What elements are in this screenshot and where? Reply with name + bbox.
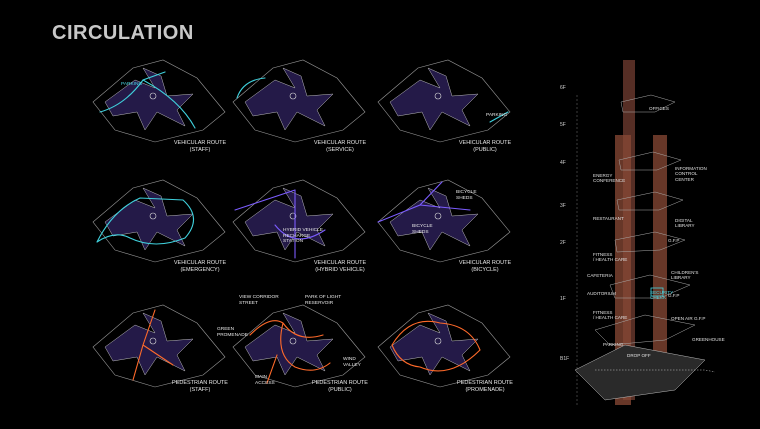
panel-caption: PEDESTRIAN ROUTE (STAFF) [172,380,228,393]
panel-vehicular-service: VEHICULAR ROUTE (SERVICE) [225,50,375,153]
panel-pedestrian-staff: PEDESTRIAN ROUTE (STAFF) [85,295,235,395]
level-label: 2F [560,240,566,246]
floor-label: ENERGY CONFERENCE [593,173,626,184]
floor-label: CAFETERIA [587,273,613,278]
floor-label: CHILDREN'S LIBRARY [671,270,699,281]
annotation-view-corridor: VIEW CORRIDOR STREET [239,295,279,306]
floor-label: INFORMATION CONTROL CENTER [675,166,707,182]
site-plan [377,304,511,388]
annotation-bicycle-sheds: BICYCLE SHEDS [456,190,477,201]
site-plan [232,59,366,143]
panel-caption: VEHICULAR ROUTE (PUBLIC) [458,140,512,153]
level-label: 6F [560,85,566,91]
building-section: 6F 5F 4F 3F 2F 1F B1F ENERGY CONFERENCE … [555,40,755,420]
floor-label: FITNESS / HEALTH CARE [593,252,628,263]
section-drawing [574,60,716,405]
floor-label: FITNESS / HEALTH CARE [593,310,628,321]
floor-label-security: SECURITY CHECK [650,290,674,301]
panel-caption: VEHICULAR ROUTE (EMERGENCY) [173,260,227,273]
site-plan [92,59,226,143]
route-line [377,181,471,223]
panel-caption: VEHICULAR ROUTE (BICYCLE) [458,260,512,273]
site-plan [92,179,226,263]
route-line [489,111,509,123]
level-label: B1F [560,356,570,362]
floor-label: OFFICES [649,106,669,111]
panel-pedestrian-public: VIEW CORRIDOR STREET PARK OF LIGHT RESER… [217,295,375,395]
floor-label: RESTAURANT [593,216,624,221]
annotation-bicycle-sheds: BICYCLE SHEDS [412,224,433,235]
route-line [234,189,326,259]
panel-pedestrian-promenade: PEDESTRIAN ROUTE (PROMENADE) [370,295,520,395]
page-title: CIRCULATION [52,22,194,44]
floor-label: OPEN AIR G.F.P [671,316,706,321]
site-plan [92,304,226,388]
panel-caption: VEHICULAR ROUTE (SERVICE) [313,140,367,153]
panel-vehicular-public: PARKING VEHICULAR ROUTE (PUBLIC) [370,50,520,153]
annotation-parking: PARKING [486,113,508,118]
panel-caption: PEDESTRIAN ROUTE (PUBLIC) [312,380,368,393]
site-plan [377,59,511,143]
route-line [99,71,196,129]
floor-label-dropoff: DROP OFF [627,353,651,358]
panel-vehicular-staff: PARKING VEHICULAR ROUTE (STAFF) [85,50,235,153]
floor-label: PARKING [603,342,624,347]
annotation-park-of-light: PARK OF LIGHT RESERVOIR [305,295,342,306]
route-line [132,309,174,381]
panel-caption: VEHICULAR ROUTE (HYBRID VEHICLE) [313,260,367,273]
route-line [236,77,266,99]
panel-vehicular-bicycle: BICYCLE SHEDS BICYCLE SHEDS VEHICULAR RO… [370,170,520,273]
floor-label: AUDITORIUM [587,291,617,296]
panel-caption: VEHICULAR ROUTE (STAFF) [173,140,227,153]
route-line [249,320,331,384]
floor-label: GREENHOUSE [692,337,725,342]
level-label: 4F [560,160,566,166]
site-plan [377,179,511,263]
route-line [96,197,195,245]
panel-vehicular-hybrid: HYBRID VEHICLE RECHARGE STATION VEHICULA… [225,170,375,273]
panel-vehicular-emergency: VEHICULAR ROUTE (EMERGENCY) [85,170,235,273]
floor-label: G.F.P [668,238,680,243]
level-label: 3F [560,203,566,209]
level-label: 1F [560,296,566,302]
floor-label: DIGITAL LIBRARY [675,218,695,229]
annotation-main-access: MAIN ACCESS [255,375,275,386]
site-plan [232,304,366,388]
floor-label: G.F.P [668,293,680,298]
annotation-recharge-station: HYBRID VEHICLE RECHARGE STATION [283,228,323,245]
panel-caption: PEDESTRIAN ROUTE (PROMENADE) [457,380,513,393]
route-line [391,320,481,372]
annotation-green-promenade: GREEN PROMENADE [217,327,248,338]
site-plan [232,179,366,263]
level-label: 5F [560,122,566,128]
annotation-wind-valley: WIND VALLEY [343,357,361,368]
annotation-parking: PARKING [121,82,143,87]
